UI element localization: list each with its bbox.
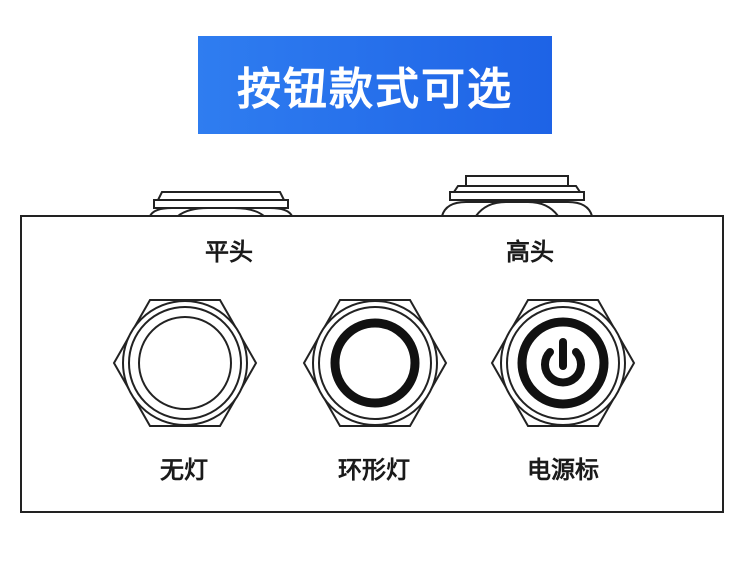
banner-title: 按钮款式可选: [237, 64, 513, 115]
power-symbol-button-label: 电源标: [527, 456, 599, 484]
power-symbol-button-icon: [490, 299, 636, 427]
ring-light-button-icon: [302, 299, 448, 427]
high-head-label: 高头: [506, 238, 554, 266]
plain-button-label: 无灯: [160, 456, 208, 484]
title-banner: 按钮款式可选: [198, 36, 552, 134]
plain-button-icon: [112, 299, 258, 427]
ring-light-button-label: 环形灯: [338, 456, 410, 484]
high-head-button-profile-icon: [440, 175, 594, 217]
flat-head-button-profile-icon: [148, 191, 294, 217]
flat-head-label: 平头: [205, 238, 253, 266]
